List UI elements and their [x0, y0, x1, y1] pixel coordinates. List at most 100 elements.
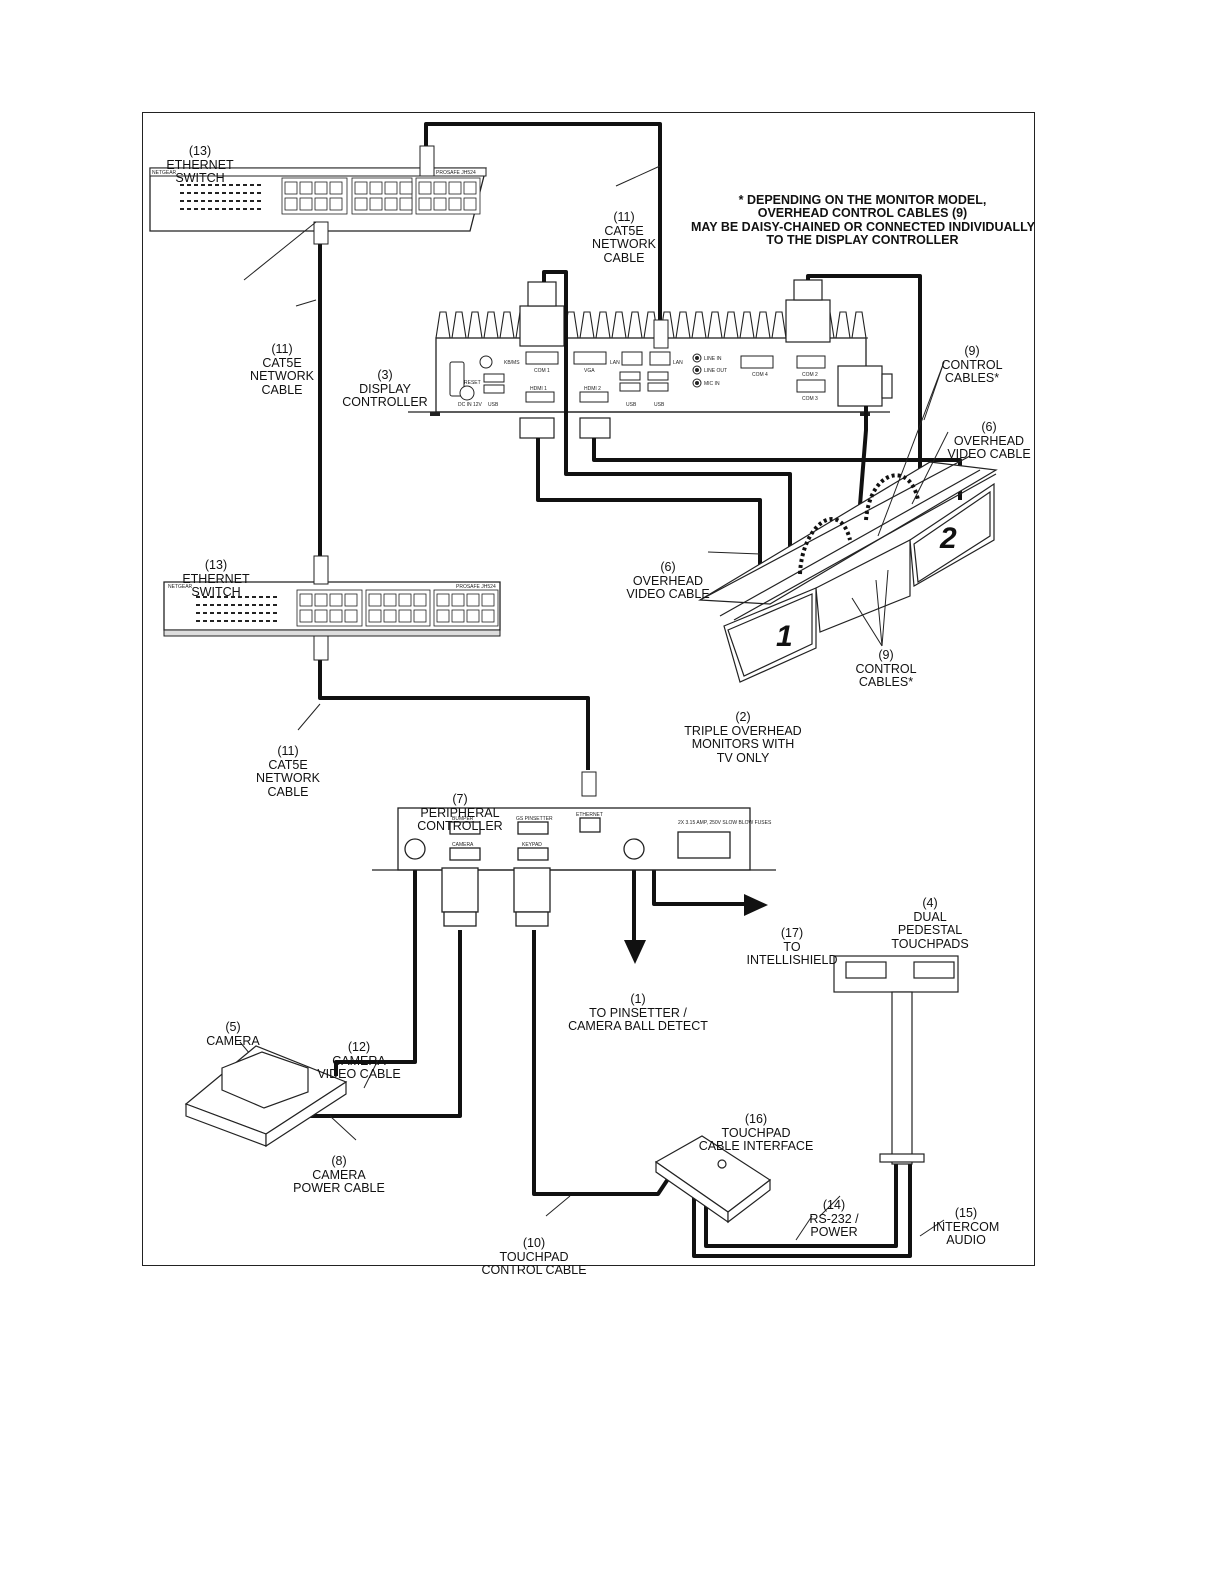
status-led	[215, 200, 219, 202]
status-led	[243, 208, 247, 210]
switch-port	[344, 593, 358, 607]
status-led	[229, 192, 233, 194]
status-led	[217, 612, 221, 614]
switch-port	[383, 609, 397, 623]
dual-pedestal-touchpads	[833, 955, 959, 1165]
switch-port	[329, 197, 343, 211]
monitor-2-number: 2	[939, 522, 957, 555]
pc-fuses: 2X 3.15 AMP, 250V SLOW BLOW FUSES	[678, 820, 772, 826]
status-led	[231, 620, 235, 622]
status-led	[257, 208, 261, 210]
control-cable-loops	[798, 473, 920, 575]
status-led	[252, 604, 256, 606]
switch-port	[383, 593, 397, 607]
status-led	[187, 208, 191, 210]
switch-bottom-brand: NETGEAR	[168, 584, 193, 590]
status-led	[208, 192, 212, 194]
status-led	[257, 184, 261, 186]
status-led	[215, 184, 219, 186]
status-led	[250, 200, 254, 202]
status-led	[201, 200, 205, 202]
status-led	[259, 620, 263, 622]
status-led	[187, 184, 191, 186]
status-led	[203, 620, 207, 622]
status-led	[257, 200, 261, 202]
controller-connectors	[519, 279, 893, 439]
status-led	[259, 612, 263, 614]
device-small-text: NETGEAR PROSAFE JH524 NETGEAR PROSAFE JH…	[152, 170, 818, 848]
switch-port	[354, 181, 368, 195]
switch-port	[463, 181, 477, 195]
label-camera: (5)CAMERA	[206, 1020, 260, 1048]
status-led	[208, 208, 212, 210]
switch-port	[481, 593, 495, 607]
switch-port	[299, 593, 313, 607]
port-lan-1: LAN	[610, 360, 620, 366]
switch-port	[384, 181, 398, 195]
status-led	[245, 620, 249, 622]
status-led	[236, 208, 240, 210]
status-led	[196, 612, 200, 614]
note-line: OVERHEAD CONTROL CABLES (9)	[757, 206, 968, 220]
switch-port	[299, 609, 313, 623]
status-led	[231, 596, 235, 598]
status-led	[187, 200, 191, 202]
status-led	[194, 200, 198, 202]
status-led	[238, 620, 242, 622]
status-led	[229, 200, 233, 202]
port-hdmi2: HDMI 2	[584, 386, 601, 392]
switch-port	[354, 197, 368, 211]
pc-gs-pinsetter: GS PINSETTER	[516, 816, 553, 822]
status-led	[203, 612, 207, 614]
monitor-1-number: 1	[776, 620, 793, 653]
switch-port	[314, 593, 328, 607]
status-led	[203, 604, 207, 606]
switch-port	[384, 197, 398, 211]
status-led	[238, 612, 242, 614]
status-led	[224, 612, 228, 614]
status-led	[257, 192, 261, 194]
switch-port	[299, 197, 313, 211]
status-led	[224, 596, 228, 598]
status-led	[210, 612, 214, 614]
status-led	[243, 200, 247, 202]
status-led	[215, 208, 219, 210]
switch-port	[451, 609, 465, 623]
switch-port	[299, 181, 313, 195]
status-led	[222, 192, 226, 194]
port-reset: RESET	[464, 380, 481, 386]
switch-port	[329, 181, 343, 195]
status-led	[217, 604, 221, 606]
status-led	[201, 184, 205, 186]
switch-port	[314, 609, 328, 623]
status-led	[231, 604, 235, 606]
switch-port	[284, 197, 298, 211]
switch-port	[466, 593, 480, 607]
port-vga: VGA	[584, 368, 595, 374]
status-led	[273, 604, 277, 606]
switch-bottom-model: PROSAFE JH524	[456, 584, 496, 590]
status-led	[222, 208, 226, 210]
touchpad-cable-interface	[654, 1135, 772, 1224]
status-led	[231, 612, 235, 614]
status-led	[245, 612, 249, 614]
status-led	[210, 620, 214, 622]
switch-port	[451, 593, 465, 607]
switch-port	[463, 197, 477, 211]
status-led	[273, 612, 277, 614]
switch-port	[344, 609, 358, 623]
switch-port	[329, 609, 343, 623]
status-led	[201, 208, 205, 210]
status-led	[201, 192, 205, 194]
status-led	[266, 620, 270, 622]
switch-port	[314, 181, 328, 195]
switch-port	[436, 609, 450, 623]
